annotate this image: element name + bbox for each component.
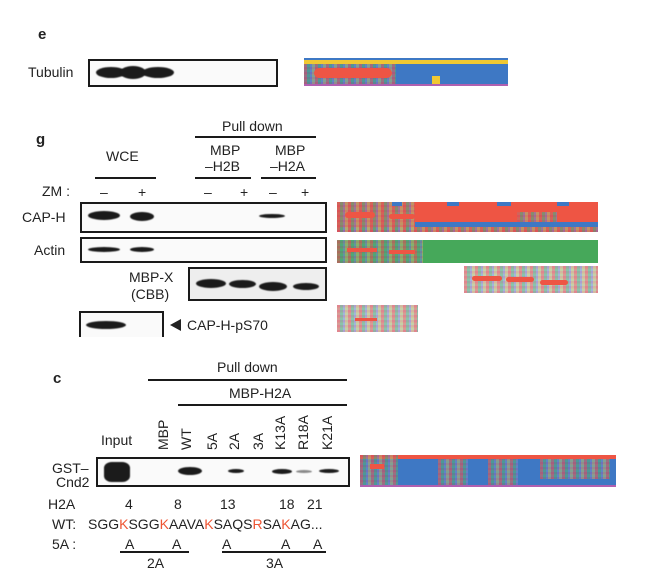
substitution: A <box>222 536 232 552</box>
ps70-heatmap <box>337 305 418 332</box>
mbp-h2a-rule <box>261 177 316 179</box>
mbp-h2a-line1: MBP <box>275 142 306 158</box>
c-pull-down-label: Pull down <box>217 359 278 375</box>
c-mbp-h2a-rule <box>178 404 347 406</box>
ps70-label: CAP-H-pS70 <box>187 317 268 333</box>
sequence-segment: SGG <box>88 516 120 532</box>
lane-label: 5A <box>204 432 220 450</box>
cap-h-label: CAP-H <box>22 209 66 225</box>
position-number: 8 <box>174 496 182 512</box>
input-label: Input <box>101 432 133 448</box>
c-pull-down-rule <box>148 379 347 381</box>
mbpx-cbb-blot <box>188 267 327 301</box>
wt-label: WT: <box>52 516 77 532</box>
substitution: A <box>281 536 291 552</box>
c-mbp-h2a-label: MBP-H2A <box>229 385 292 401</box>
zm-sign: + <box>138 184 147 200</box>
g-pull-down-rule <box>195 136 316 138</box>
substitution: A <box>313 536 323 552</box>
zm-label: ZM : <box>42 183 70 199</box>
lane-label: K13A <box>272 415 288 450</box>
mbp-h2b-rule <box>195 177 251 179</box>
gst-cnd2-heatmap <box>360 455 616 487</box>
zm-sign: + <box>240 184 249 200</box>
wt-sequence: SGGKSGGKAAVAKSAQSRSAKAG... <box>88 516 323 532</box>
lane-label: WT <box>178 428 194 450</box>
zm-sign: – <box>204 184 212 200</box>
position-number: 21 <box>307 496 323 512</box>
g-pull-down-label: Pull down <box>222 118 283 134</box>
highlighted-residue: K <box>159 516 169 532</box>
substitution: A <box>125 536 135 552</box>
substitution: A <box>172 536 182 552</box>
mbpx-label-line2: (CBB) <box>131 286 170 302</box>
gst-cnd2-blot <box>96 457 350 487</box>
highlighted-residue: K <box>281 516 291 532</box>
mbp-h2b-line1: MBP <box>210 142 241 158</box>
sequence-segment: AG... <box>290 516 323 532</box>
lane-label: MBP <box>155 419 171 450</box>
group-3a-label: 3A <box>266 555 284 571</box>
cap-h-blot <box>80 202 327 233</box>
panel-c-label: c <box>53 370 62 387</box>
mbpx-heatmap <box>464 266 598 293</box>
lane-label: R18A <box>295 414 311 450</box>
position-number: 18 <box>279 496 295 512</box>
tubulin-label: Tubulin <box>28 64 74 80</box>
mbp-h2b-line2: –H2B <box>205 158 241 174</box>
cap-h-heatmap <box>337 202 598 232</box>
zm-sign: – <box>269 184 277 200</box>
tubulin-blot <box>88 59 278 87</box>
fiveA-label: 5A : <box>52 536 77 552</box>
highlighted-residue: R <box>252 516 263 532</box>
lane-label: 2A <box>226 432 242 450</box>
ps70-blot <box>79 311 164 337</box>
panel-g-label: g <box>36 131 46 148</box>
tubulin-heatmap <box>304 58 508 86</box>
mbpx-label-line1: MBP-X <box>129 269 174 285</box>
highlighted-residue: K <box>204 516 214 532</box>
actin-label: Actin <box>34 242 66 258</box>
group-2a-rule <box>120 551 189 553</box>
zm-sign: + <box>301 184 310 200</box>
sequence-segment: SGG <box>128 516 160 532</box>
gst-label-line2: Cnd2 <box>56 474 90 490</box>
group-3a-rule <box>222 551 326 553</box>
actin-heatmap <box>337 240 598 263</box>
lane-label: K21A <box>319 415 335 450</box>
position-number: 13 <box>220 496 236 512</box>
sequence-segment: SA <box>262 516 282 532</box>
mbp-h2a-line2: –H2A <box>270 158 306 174</box>
sequence-segment: SAQS <box>213 516 253 532</box>
wce-rule <box>95 177 156 179</box>
lane-label: 3A <box>250 432 266 450</box>
panel-e-label: e <box>38 26 47 43</box>
wce-label: WCE <box>106 148 139 164</box>
group-2a-label: 2A <box>147 555 165 571</box>
zm-sign: – <box>100 184 108 200</box>
position-number: 4 <box>125 496 133 512</box>
highlighted-residue: K <box>119 516 129 532</box>
h2a-label: H2A <box>48 496 76 512</box>
arrowhead-icon <box>170 319 181 331</box>
actin-blot <box>80 237 327 263</box>
sequence-segment: AAVA <box>168 516 205 532</box>
gst-label-line1: GST– <box>52 460 89 476</box>
